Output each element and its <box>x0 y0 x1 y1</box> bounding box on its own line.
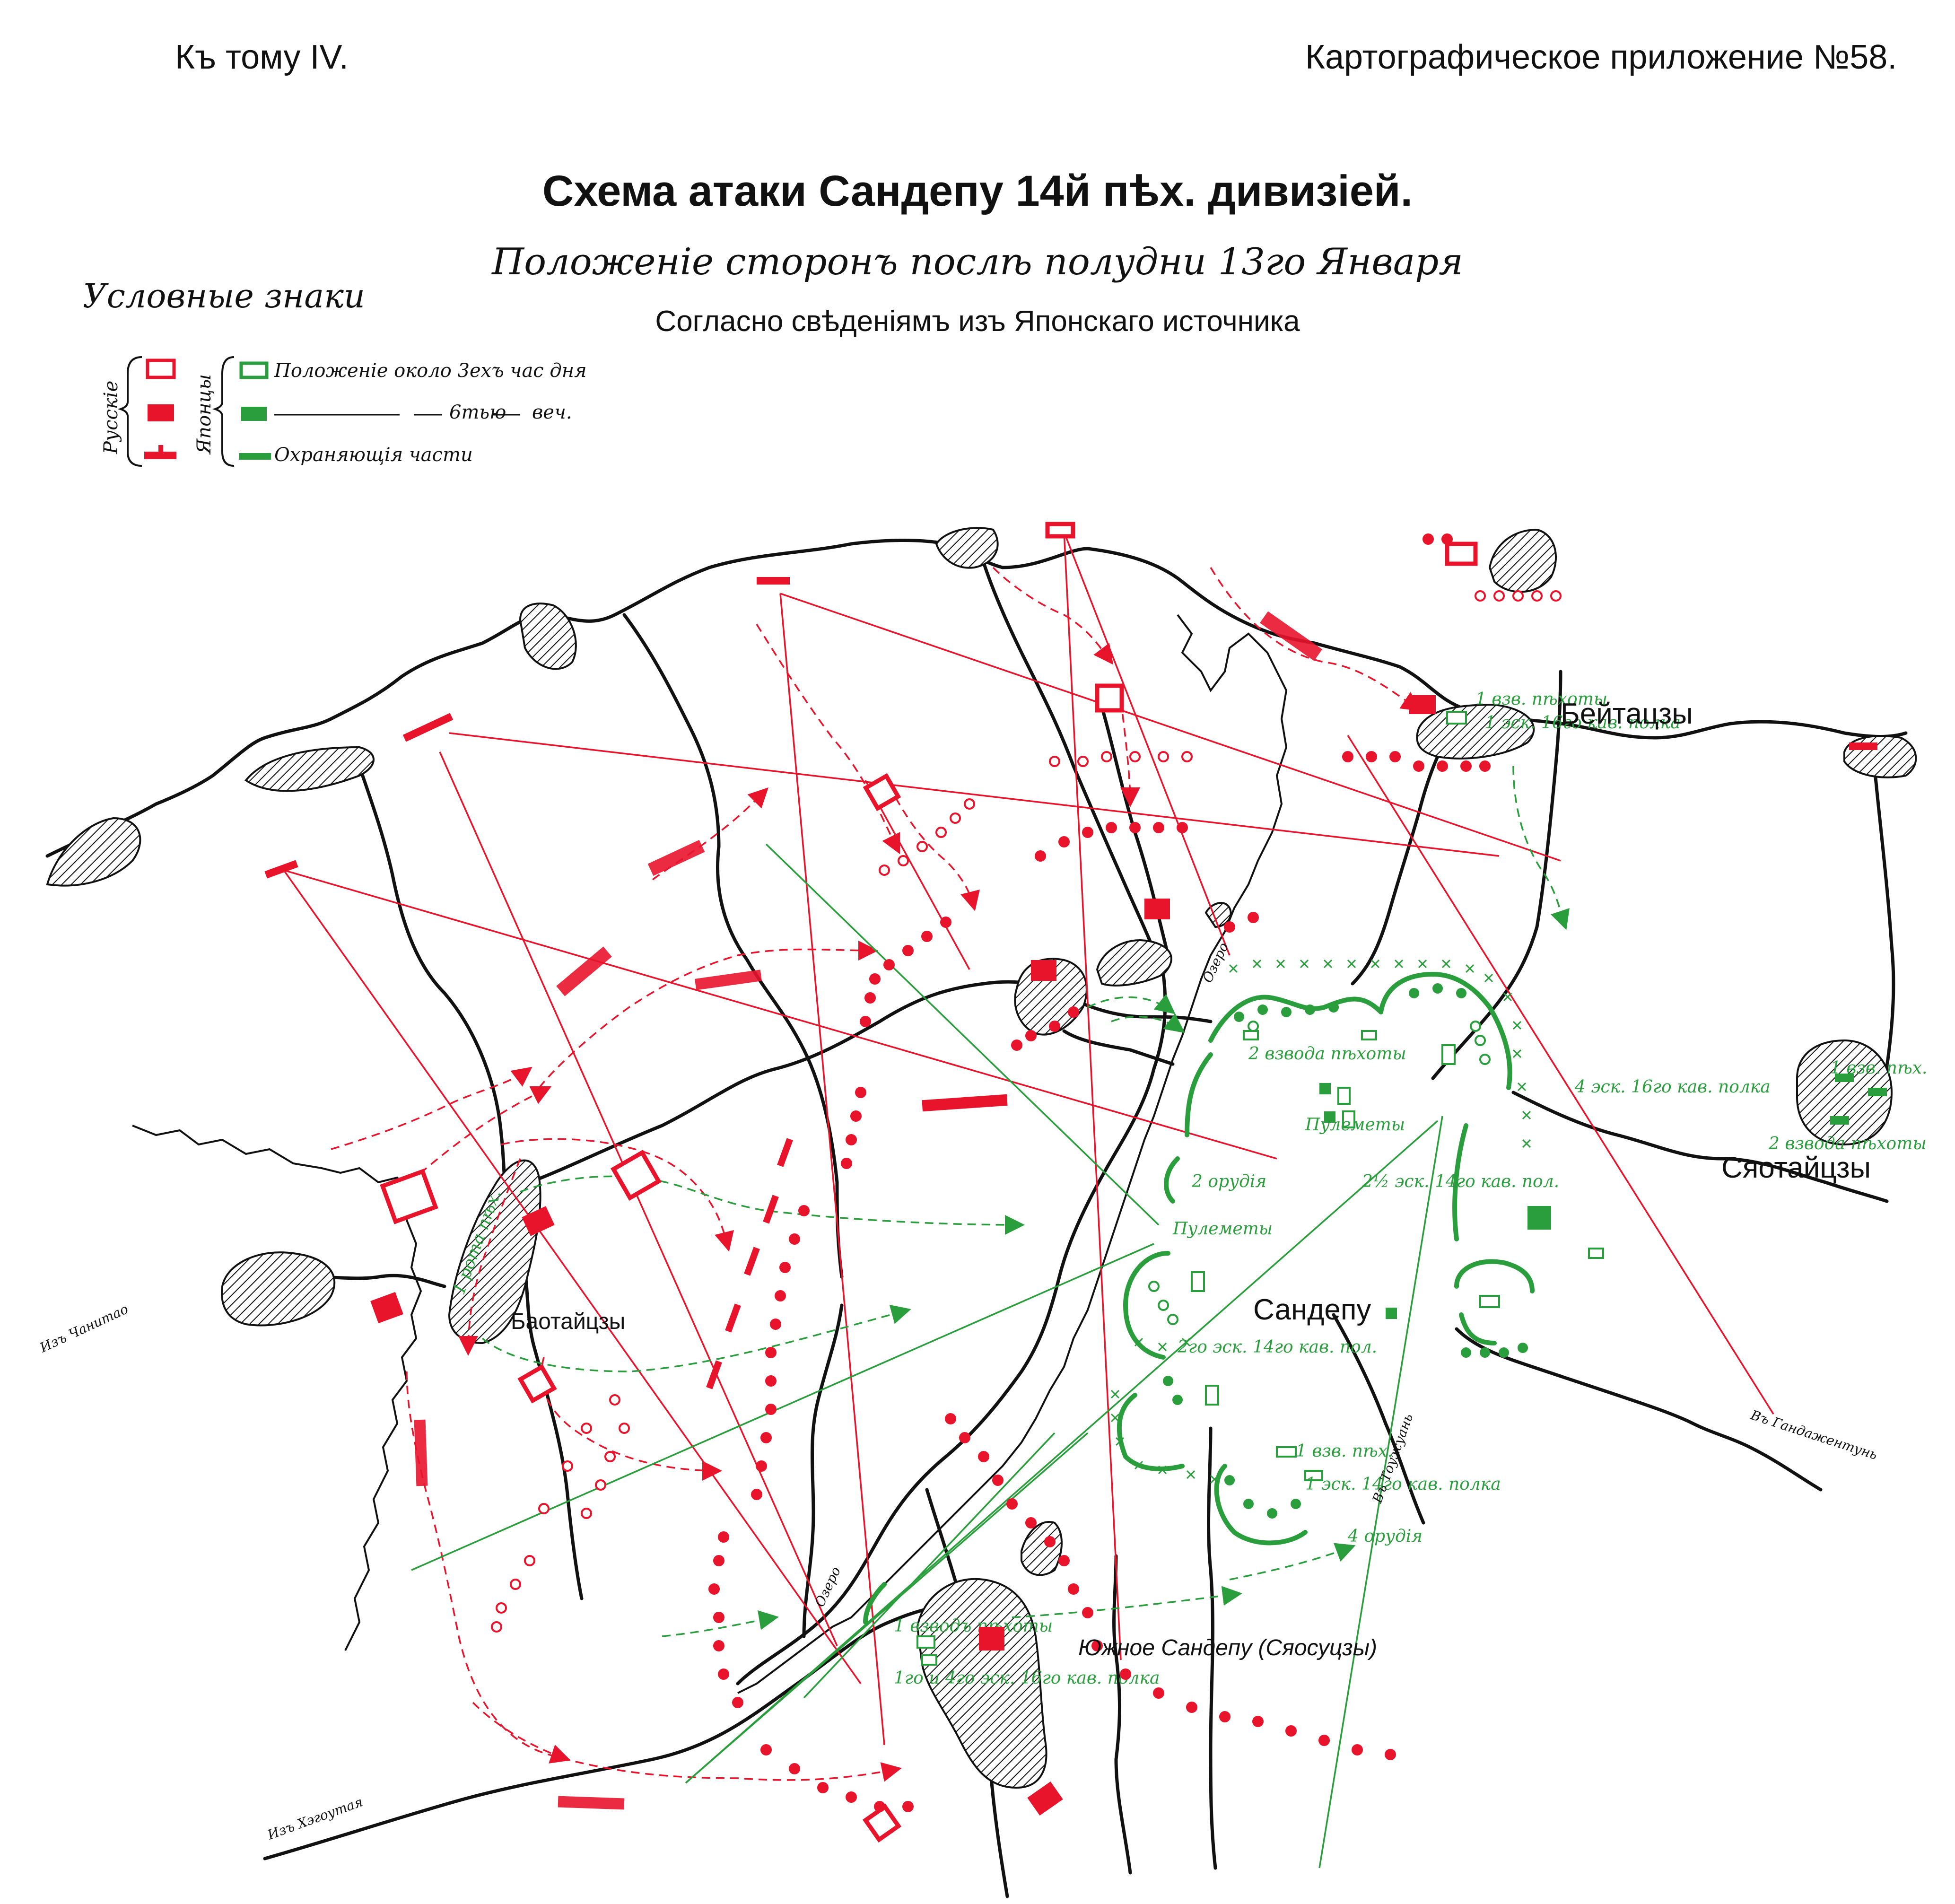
japanese-open-dots <box>1148 1021 1491 1325</box>
lake-label-north: Озеро <box>1199 940 1231 985</box>
place-south-sandepu: Южное Сандепу (Сяосуцзы) <box>1078 1635 1377 1660</box>
legend-japanese-label: Японцы <box>193 374 215 455</box>
road-from-chanitao: Изъ Чанитао <box>37 1301 131 1356</box>
japanese-units <box>916 711 1887 1666</box>
japanese-unit-square <box>1527 1206 1551 1230</box>
svg-text:2 взвода пѣхоты: 2 взвода пѣхоты <box>1248 1044 1406 1064</box>
volume-note: Къ тому IV. <box>175 38 349 76</box>
svg-text:1го и 4го эск. 16го кав. полка: 1го и 4го эск. 16го кав. полка <box>894 1668 1160 1688</box>
legend-row-6pm-suffix: веч. <box>532 402 572 423</box>
svg-text:2½ эск. 14го кав. пол.: 2½ эск. 14го кав. пол. <box>1362 1172 1559 1191</box>
village-nw-2 <box>244 746 375 792</box>
russian-filled-dots <box>708 533 1491 1812</box>
road-to-gandagentun: Въ Гандажентунь <box>1748 1407 1879 1463</box>
place-beitaitszy: Бейтацзы <box>1561 698 1693 730</box>
svg-text:4 эск. 16го кав. полка: 4 эск. 16го кав. полка <box>1574 1077 1771 1097</box>
legend: Условные знаки Русскіе Японцы Положеніе … <box>83 277 587 467</box>
place-syaotaitszy: Сяотайцзы <box>1721 1152 1871 1184</box>
russian-column-markers <box>414 611 1322 1810</box>
place-baotaitszy: Баотайцзы <box>511 1309 625 1334</box>
appendix-note: Картографическое приложение №58. <box>1305 38 1897 76</box>
russian-open-dots <box>491 590 1562 1633</box>
russian-positions-6pm <box>370 695 1436 1816</box>
villages <box>46 527 1917 1789</box>
japanese-open-units <box>916 711 1604 1666</box>
legend-russian-3pm-symbol <box>146 358 176 379</box>
legend-russians-brace <box>117 356 142 467</box>
russian-guard-dashes <box>706 1138 793 1389</box>
map-source-note: Согласно свѣденіямъ изъ Японскаго источн… <box>655 305 1300 338</box>
legend-row-6pm-time: 6тью <box>449 402 506 423</box>
legend-japanese-brace <box>212 356 235 467</box>
russian-units <box>264 522 1877 1843</box>
svg-text:1 взводъ пѣхоты: 1 взводъ пѣхоты <box>894 1616 1053 1636</box>
svg-text:2 орудія: 2 орудія <box>1191 1172 1266 1191</box>
legend-heading: Условные знаки <box>83 277 365 315</box>
legend-russians-label: Русскіе <box>100 381 122 454</box>
svg-text:4 орудія: 4 орудія <box>1347 1527 1423 1546</box>
village-south-sandepu <box>916 1578 1047 1789</box>
russian-attack-lines <box>283 532 1774 1746</box>
japanese-guard-dots <box>1163 983 1528 1519</box>
svg-text:1 взв. пѣхоты: 1 взв. пѣхоты <box>1475 690 1607 709</box>
map-title: Схема атаки Сандепу 14й пѣх. дивизіей. <box>542 167 1413 215</box>
legend-russian-6pm-symbol <box>148 404 174 421</box>
rivers <box>132 614 1288 1694</box>
place-sandepu: Сандепу <box>1253 1293 1371 1326</box>
svg-text:1 эск. 16го кав. полка: 1 эск. 16го кав. полка <box>1485 713 1681 733</box>
japanese-entrenchments <box>863 971 1535 1625</box>
svg-text:1 эск. 14го кав. полка: 1 эск. 14го кав. полка <box>1305 1475 1501 1494</box>
legend-japanese-guard-symbol <box>239 453 271 460</box>
svg-text:2го эск. 14го кав. пол.: 2го эск. 14го кав. пол. <box>1177 1337 1377 1357</box>
village-nw-1 <box>46 817 141 887</box>
village-north-beitaitszy-small <box>1488 528 1557 593</box>
village-syaotaitszy <box>1796 1039 1893 1146</box>
map-subtitle: Положеніе сторонъ послѣ полудни 13го Янв… <box>491 241 1463 283</box>
village-nw-3 <box>519 603 577 670</box>
village-south-small <box>1021 1521 1063 1576</box>
japanese-labels: 1 взв. пѣхоты 1 эск. 16го кав. полка 2 в… <box>449 690 1928 1688</box>
road-labels: Изъ Чанитао Изъ Хэгоутая Въ Гандажентунь… <box>37 1301 1879 1843</box>
svg-text:1 взв. пѣх.: 1 взв. пѣх. <box>1296 1441 1393 1461</box>
village-baotaitszy <box>448 1159 541 1345</box>
legend-japanese-6pm-symbol <box>241 407 267 421</box>
village-baotaitszy-west <box>221 1251 336 1327</box>
japanese-movement-arrows <box>481 766 1570 1637</box>
legend-row-3pm: Положеніе около 3ехъ час дня <box>274 360 587 382</box>
japanese-filled-units <box>1319 1074 1887 1319</box>
legend-row-guard: Охраняющія части <box>274 444 473 466</box>
russian-guard-bars <box>264 577 1877 1112</box>
place-names: Бейтацзы Сяотайцзы Баотайцзы Сандепу Южн… <box>511 698 1871 1660</box>
legend-japanese-3pm-symbol <box>239 361 269 379</box>
japanese-fire-lines <box>411 843 1443 1869</box>
svg-text:Пулеметы: Пулеметы <box>1305 1115 1405 1135</box>
village-east <box>1843 735 1917 778</box>
village-north-1 <box>935 527 999 569</box>
russian-positions-3pm <box>380 522 1478 1843</box>
japanese-x-marks <box>1110 959 1531 1484</box>
svg-text:1 взв. пѣх.: 1 взв. пѣх. <box>1830 1058 1927 1078</box>
road-from-hegoutai: Изъ Хэгоутая <box>265 1794 365 1843</box>
svg-text:Пулеметы: Пулеметы <box>1172 1219 1273 1239</box>
svg-text:2 взвода пѣхоты: 2 взвода пѣхоты <box>1768 1134 1927 1153</box>
village-center-ridge <box>1096 939 1172 987</box>
